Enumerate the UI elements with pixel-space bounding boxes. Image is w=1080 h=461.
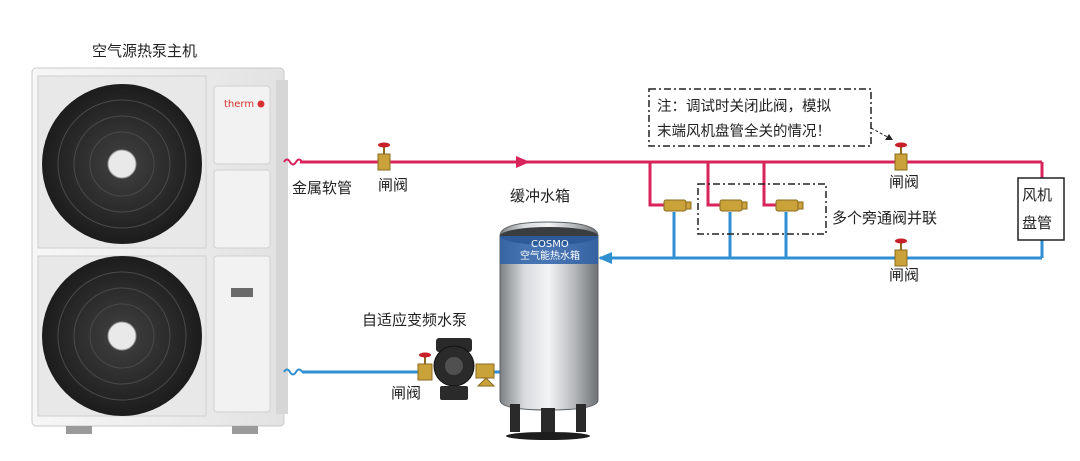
gate-valve-pump-label: 闸阀 [391,384,421,402]
bypass-label: 多个旁通阀并联 [832,209,937,227]
heat-pump-label: 空气源热泵主机 [92,42,197,60]
gate-valve-supply-end [894,142,908,171]
gate-valve-pump [417,352,433,381]
variable-frequency-pump [433,338,475,400]
tank-brand: COSMO [531,239,569,250]
fan-coil-line-2: 盘管 [1022,214,1052,232]
fan-bottom [42,256,202,416]
gate-valve-return-end [894,238,908,267]
check-valve-pump [475,363,496,387]
fan-coil-box [1017,177,1065,241]
gate-valve-return-end-label: 闸阀 [889,266,919,284]
gate-valve-supply-end-label: 闸阀 [889,173,919,191]
supply-pipe [300,160,1044,207]
tank-product-text: 空气能热水箱 [520,249,580,262]
return-pipe [302,212,1044,374]
gate-valve-supply [377,142,391,171]
bypass-valve-3 [775,199,804,212]
display-window [231,288,253,297]
pump-label: 自适应变频水泵 [362,311,467,329]
flex-hose-label: 金属软管 [292,179,352,197]
bypass-group-box [697,183,827,235]
heat-pump-unit: therm [31,67,288,434]
fan-coil-line-1: 风机 [1022,186,1052,204]
bypass-valve-2 [719,199,748,212]
gate-valve-supply-label: 闸阀 [378,176,408,194]
buffer-tank: COSMO 空气能热水箱 [499,221,599,440]
note-line-2: 末端风机盘管全关的情况！ [657,122,831,140]
flex-hose-return [283,368,303,376]
note-line-1: 注：调试时关闭此阀，模拟 [657,98,831,115]
return-flow-arrow [598,252,612,264]
brand-logo: therm [224,99,254,110]
bypass-valve-1 [663,199,692,212]
buffer-tank-label: 缓冲水箱 [510,187,570,205]
fan-top [42,84,202,244]
flex-hose-supply [283,158,303,166]
supply-flow-arrow [516,156,530,168]
note-box [648,88,872,147]
